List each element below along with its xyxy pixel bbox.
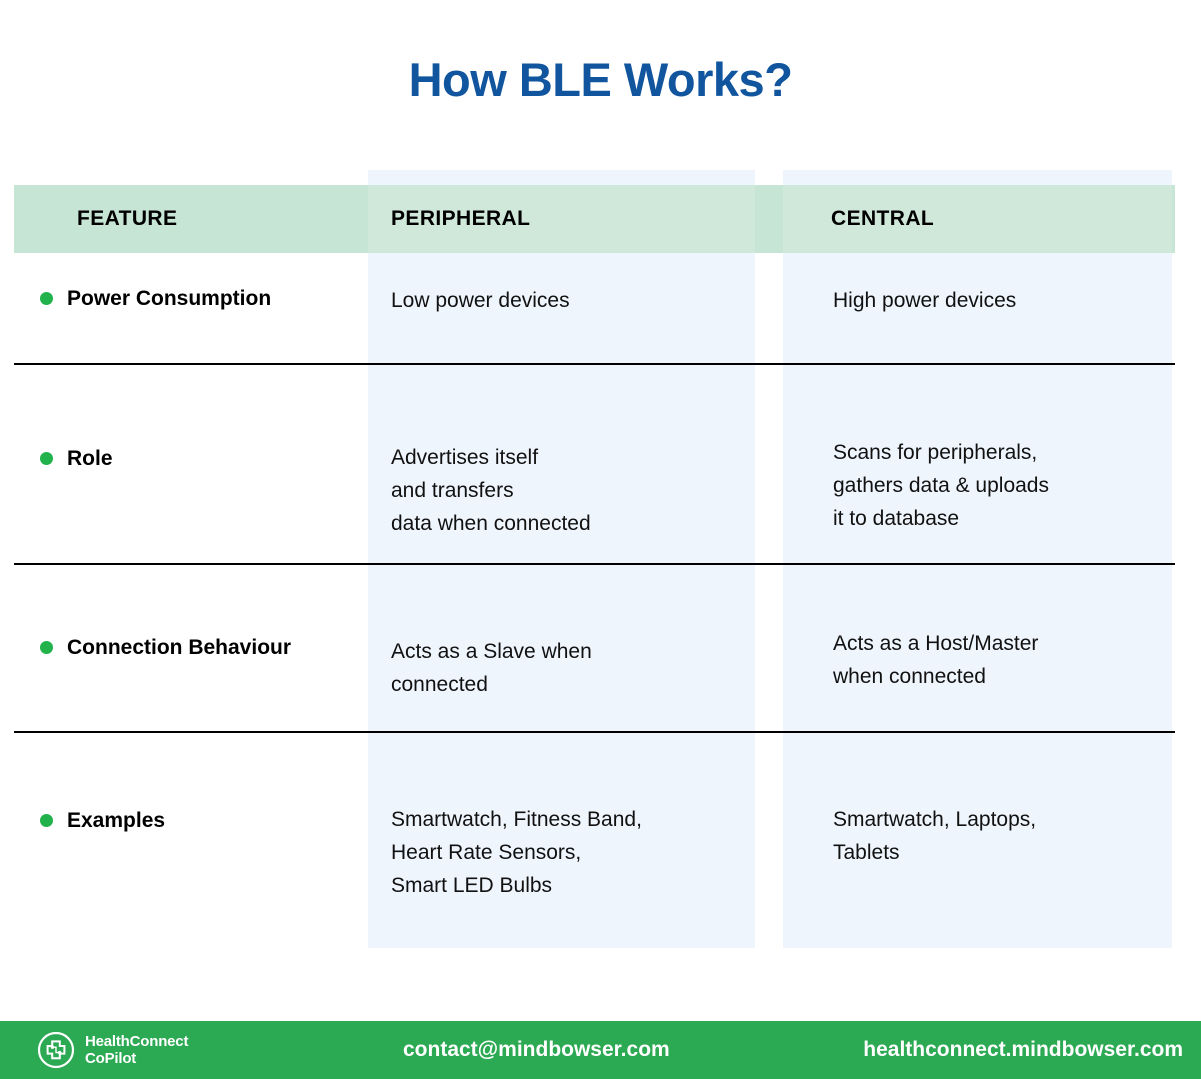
peripheral-value: Acts as a Slave when connected — [391, 640, 592, 696]
page-title: How BLE Works? — [408, 53, 793, 106]
table-row: Power Consumption Low power devices High… — [0, 253, 1201, 363]
footer-bar: HealthConnect CoPilot contact@mindbowser… — [0, 1021, 1201, 1079]
column-header-feature: FEATURE — [77, 207, 178, 230]
comparison-table: Power Consumption Low power devices High… — [0, 253, 1201, 931]
brand-name: HealthConnect CoPilot — [85, 1033, 188, 1067]
central-value: Smartwatch, Laptops, Tablets — [833, 808, 1037, 864]
table-header-row: FEATURE PERIPHERAL CENTRAL — [14, 185, 1175, 253]
feature-label: Examples — [67, 809, 166, 832]
peripheral-column-band — [368, 170, 755, 948]
table-row: Role Advertises itself and transfers dat… — [0, 363, 1201, 563]
bullet-dot-icon — [40, 452, 53, 465]
feature-label: Role — [67, 447, 113, 470]
header-central-tint — [783, 185, 1172, 253]
central-value: High power devices — [833, 289, 1017, 312]
peripheral-value: Advertises itself and transfers data whe… — [391, 446, 591, 535]
feature-label: Power Consumption — [67, 287, 272, 310]
bullet-dot-icon — [40, 641, 53, 654]
feature-cell: Role — [40, 446, 360, 471]
peripheral-value: Low power devices — [391, 289, 570, 312]
feature-label: Connection Behaviour — [67, 636, 292, 659]
bullet-dot-icon — [40, 292, 53, 305]
row-divider — [14, 363, 1175, 365]
central-value: Scans for peripherals, gathers data & up… — [833, 441, 1049, 530]
row-divider — [14, 563, 1175, 565]
brand-line-1: HealthConnect — [85, 1033, 189, 1050]
row-divider — [14, 731, 1175, 733]
central-column-band — [783, 170, 1172, 948]
column-header-peripheral: PERIPHERAL — [391, 207, 531, 230]
bullet-dot-icon — [40, 814, 53, 827]
column-header-central: CENTRAL — [831, 207, 935, 230]
peripheral-value: Smartwatch, Fitness Band, Heart Rate Sen… — [391, 808, 642, 897]
health-cross-circuit-icon — [37, 1031, 75, 1069]
feature-cell: Connection Behaviour — [40, 635, 360, 660]
central-value: Acts as a Host/Master when connected — [833, 632, 1039, 688]
brand-line-2: CoPilot — [85, 1050, 137, 1067]
brand-logo: HealthConnect CoPilot — [36, 1030, 188, 1070]
feature-cell: Power Consumption — [40, 286, 360, 311]
table-row: Examples Smartwatch, Fitness Band, Heart… — [0, 731, 1201, 931]
contact-email[interactable]: contact@mindbowser.com — [403, 1038, 670, 1061]
feature-cell: Examples — [40, 808, 360, 833]
table-row: Connection Behaviour Acts as a Slave whe… — [0, 563, 1201, 731]
header-peripheral-tint — [368, 185, 755, 253]
website-url[interactable]: healthconnect.mindbowser.com — [863, 1038, 1183, 1061]
